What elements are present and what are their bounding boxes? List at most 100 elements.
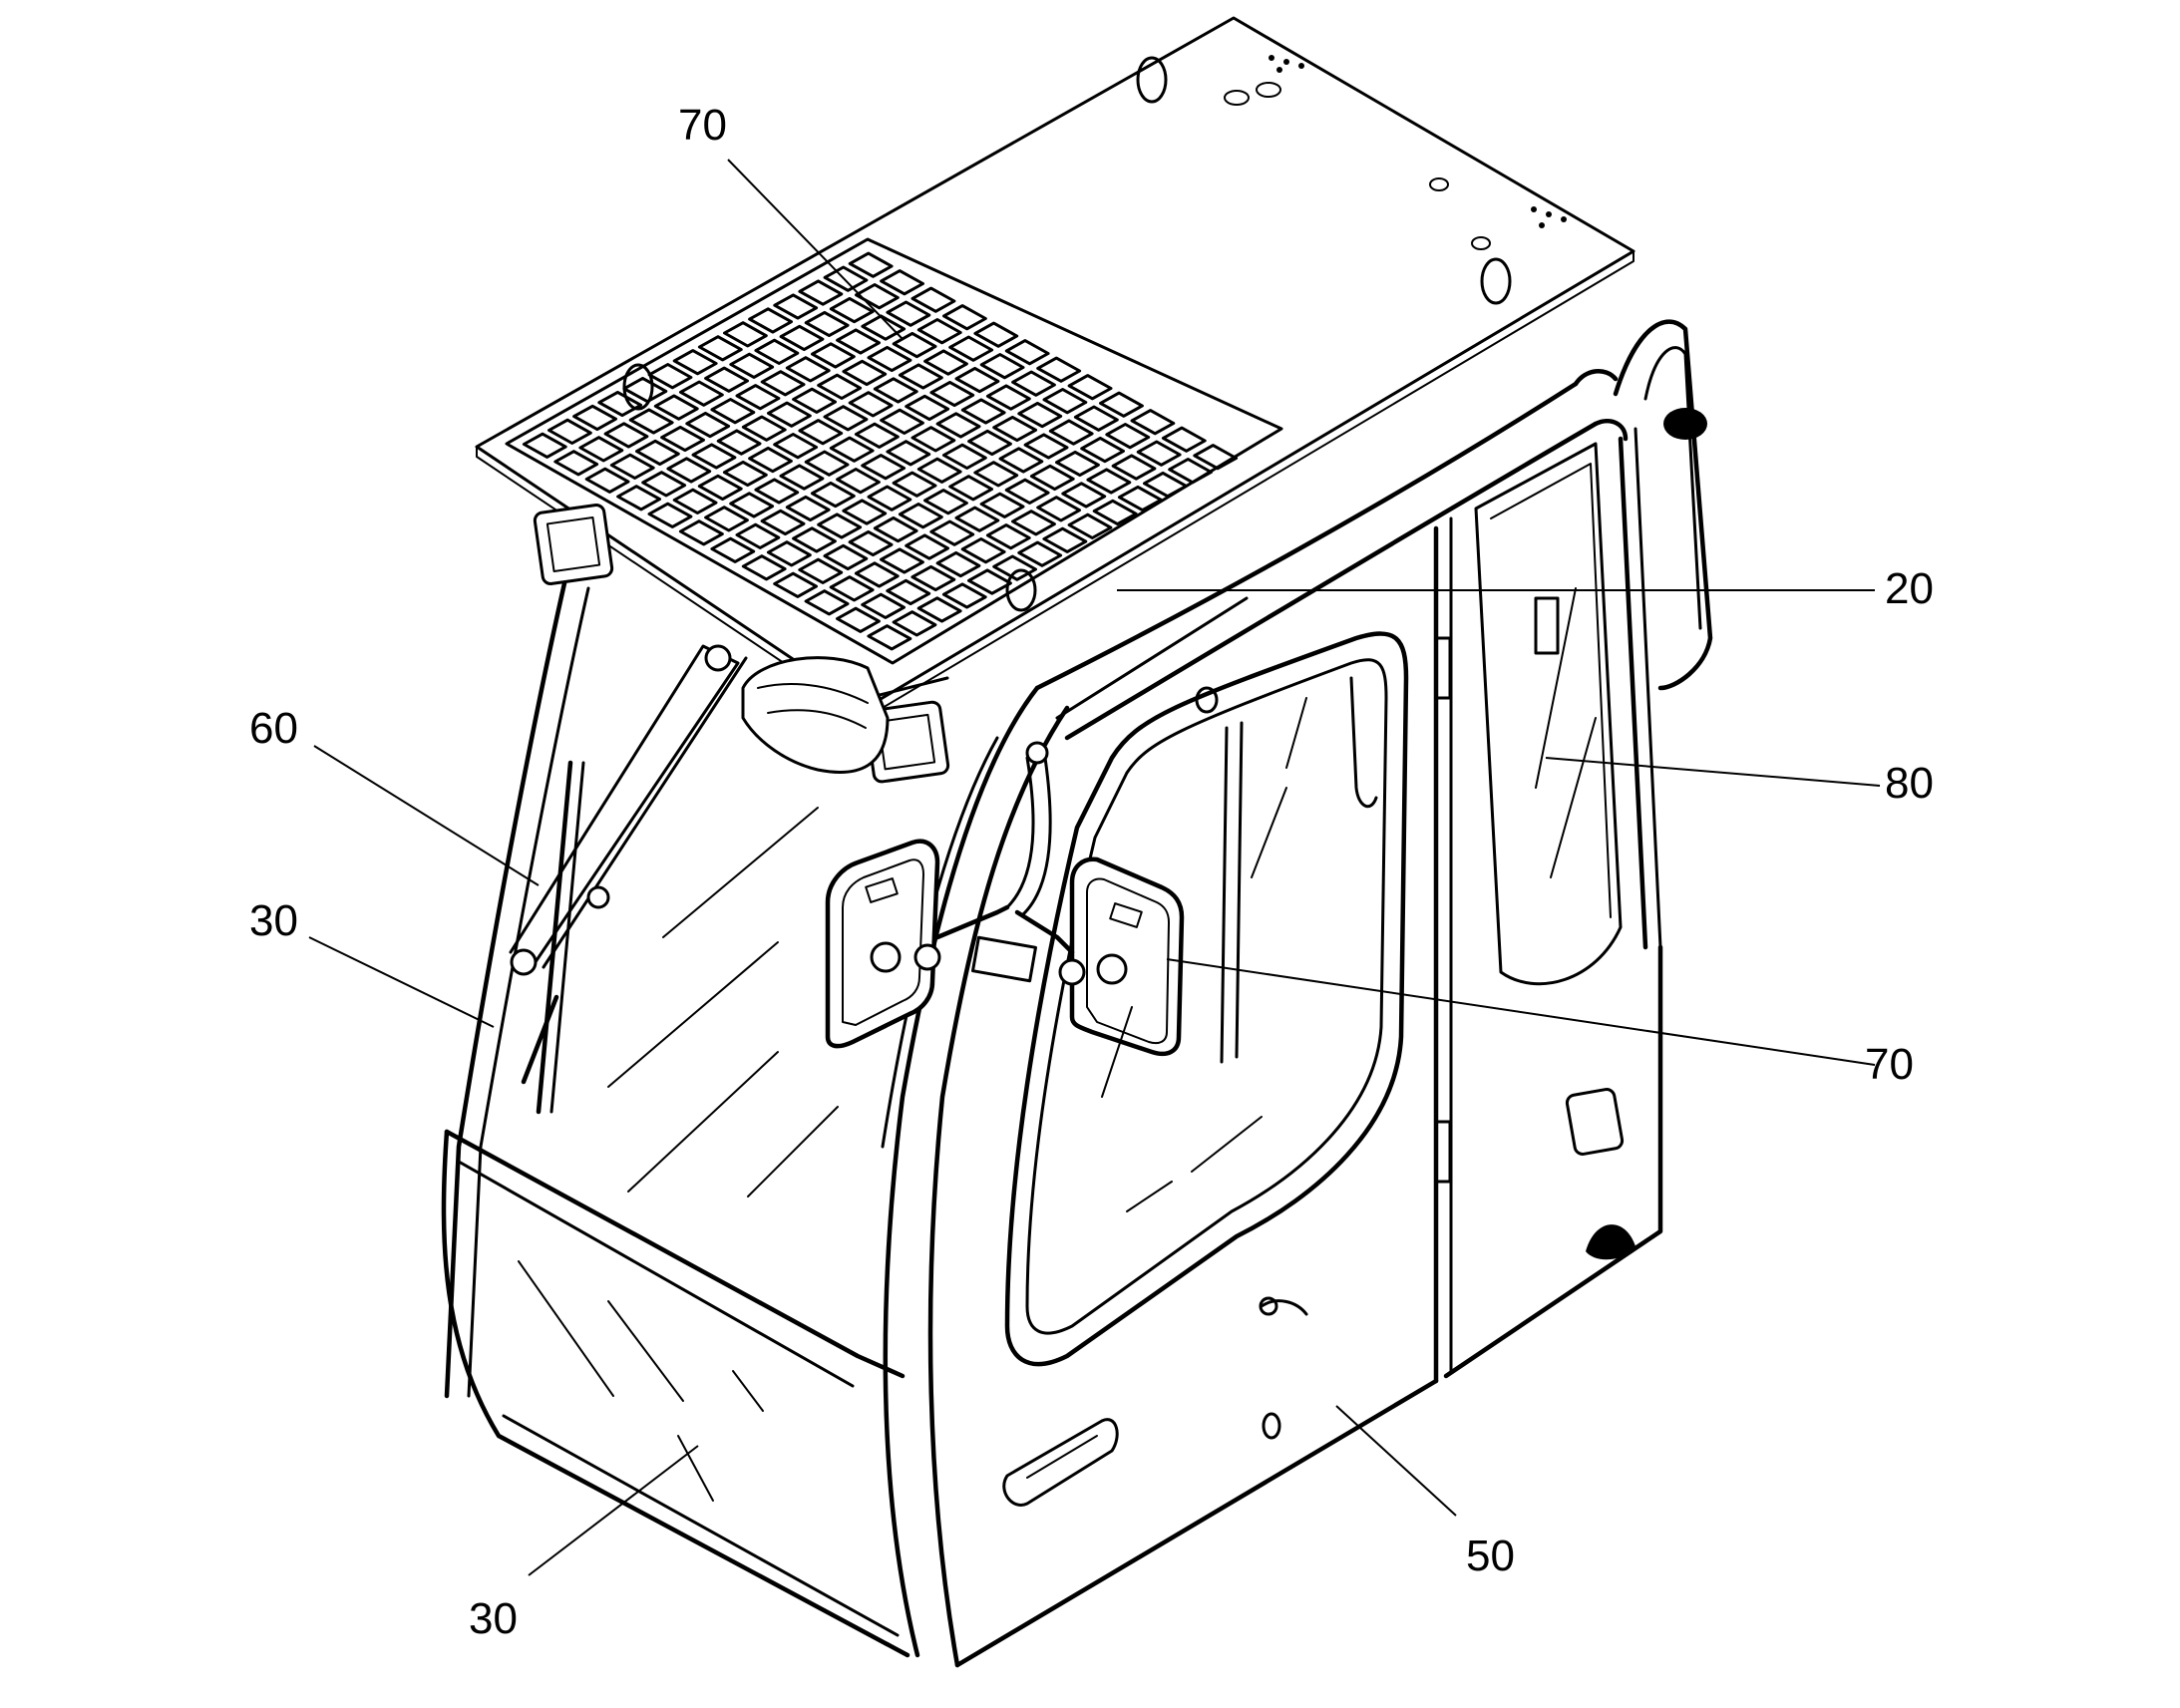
- grid-cell: [929, 380, 975, 408]
- grid-cell: [979, 492, 1025, 518]
- grid-cell: [1023, 433, 1069, 460]
- grid-cell: [760, 509, 806, 536]
- grid-cell: [1067, 374, 1113, 401]
- grid-cell: [1111, 454, 1157, 481]
- grid-cell: [935, 412, 981, 439]
- grid-cell: [1130, 409, 1176, 436]
- grid-cell: [710, 398, 756, 425]
- grid-cell: [697, 474, 743, 502]
- grid-cell: [1117, 485, 1163, 512]
- grid-cell: [622, 376, 668, 404]
- grid-cell: [1099, 391, 1144, 418]
- grid-cell: [854, 561, 900, 588]
- grid-cell: [892, 610, 937, 637]
- grid-cell: [992, 554, 1037, 581]
- grid-cell: [905, 533, 949, 560]
- leader-door: [1335, 1405, 1457, 1517]
- grid-cell: [603, 422, 649, 449]
- grid-cell: [697, 335, 743, 362]
- grid-cell: [773, 293, 819, 320]
- grid-cell: [854, 422, 900, 449]
- grid-cell: [916, 596, 962, 623]
- grid-cell: [785, 495, 831, 522]
- grid-cell: [985, 384, 1031, 411]
- grid-cell: [785, 356, 831, 383]
- grid-cell: [923, 489, 968, 515]
- roof-plate: [475, 16, 1635, 719]
- grid-cell: [1105, 423, 1151, 450]
- grid-cell: [886, 300, 931, 327]
- grid-cell: [1017, 540, 1063, 567]
- grid-cell: [880, 547, 924, 574]
- rear-panel-details: [1565, 1088, 1635, 1260]
- grid-cell: [1168, 458, 1213, 485]
- grid-cell: [880, 408, 924, 435]
- grid-cell: [823, 543, 869, 571]
- grid-cell: [829, 575, 875, 602]
- grid-cell: [647, 502, 693, 528]
- grid-cell: [886, 578, 931, 606]
- grid-cell: [985, 523, 1031, 550]
- grid-cell: [1092, 499, 1138, 526]
- grid-cell: [810, 481, 856, 509]
- grid-cell: [892, 331, 937, 359]
- grid-cell: [998, 447, 1044, 474]
- grid-cell: [1017, 401, 1063, 429]
- grid-cell: [666, 457, 712, 484]
- grid-cell: [647, 363, 693, 390]
- grid-cell: [798, 419, 844, 446]
- grid-cell: [773, 571, 818, 598]
- grid-cell: [873, 377, 918, 404]
- grid-cell: [735, 522, 781, 549]
- grid-cell: [848, 391, 894, 418]
- grid-cell: [685, 411, 731, 439]
- mirror-right: [1058, 856, 1185, 1057]
- callout-frame: 20: [1885, 564, 1934, 613]
- grid-cell: [1004, 339, 1050, 366]
- grid-cell: [553, 450, 599, 477]
- callout-rear-panel: 80: [1885, 759, 1934, 808]
- grid-cell: [678, 519, 724, 546]
- grid-cell: [616, 485, 661, 512]
- grid-cell: [597, 390, 643, 418]
- grid-cell: [704, 506, 749, 532]
- cab-frame: [441, 369, 1663, 1668]
- grid-cell: [923, 349, 968, 376]
- grid-cell: [829, 436, 875, 463]
- grid-cell: [973, 321, 1019, 348]
- grid-cell: [1042, 388, 1088, 415]
- grid-cell: [867, 485, 912, 512]
- grid-cell: [848, 529, 894, 557]
- grid-cell: [773, 433, 819, 460]
- grid-cell: [767, 401, 812, 428]
- grid-cell: [1193, 444, 1239, 471]
- grid-cell: [748, 307, 793, 334]
- grid-cell: [1136, 440, 1182, 467]
- grid-cell: [766, 540, 812, 567]
- grid-cell: [578, 436, 624, 463]
- grid-cell: [905, 394, 950, 422]
- callout-mirror: 70: [1865, 1040, 1914, 1089]
- grid-cell: [1036, 356, 1082, 383]
- grid-cell: [741, 415, 787, 442]
- grid-cell: [804, 450, 850, 477]
- grid-cell: [979, 353, 1025, 380]
- callout-roof-guard: 70: [678, 101, 727, 150]
- work-light-left: [533, 504, 614, 585]
- grid-cell: [792, 387, 837, 414]
- wiper: [509, 644, 748, 1115]
- grid-cell: [910, 286, 956, 313]
- grid-cell: [910, 426, 956, 453]
- grid-cell: [1061, 482, 1107, 509]
- grid-cell: [829, 296, 875, 324]
- grid-cell: [722, 460, 768, 488]
- grid-cell: [760, 370, 806, 397]
- grid-cell: [804, 589, 850, 616]
- grid-cell: [754, 478, 800, 505]
- grid-cell: [798, 279, 844, 306]
- grid-cell: [1067, 512, 1113, 539]
- grid-cell: [735, 384, 781, 411]
- grid-cell: [836, 328, 881, 355]
- grid-cell: [892, 471, 937, 498]
